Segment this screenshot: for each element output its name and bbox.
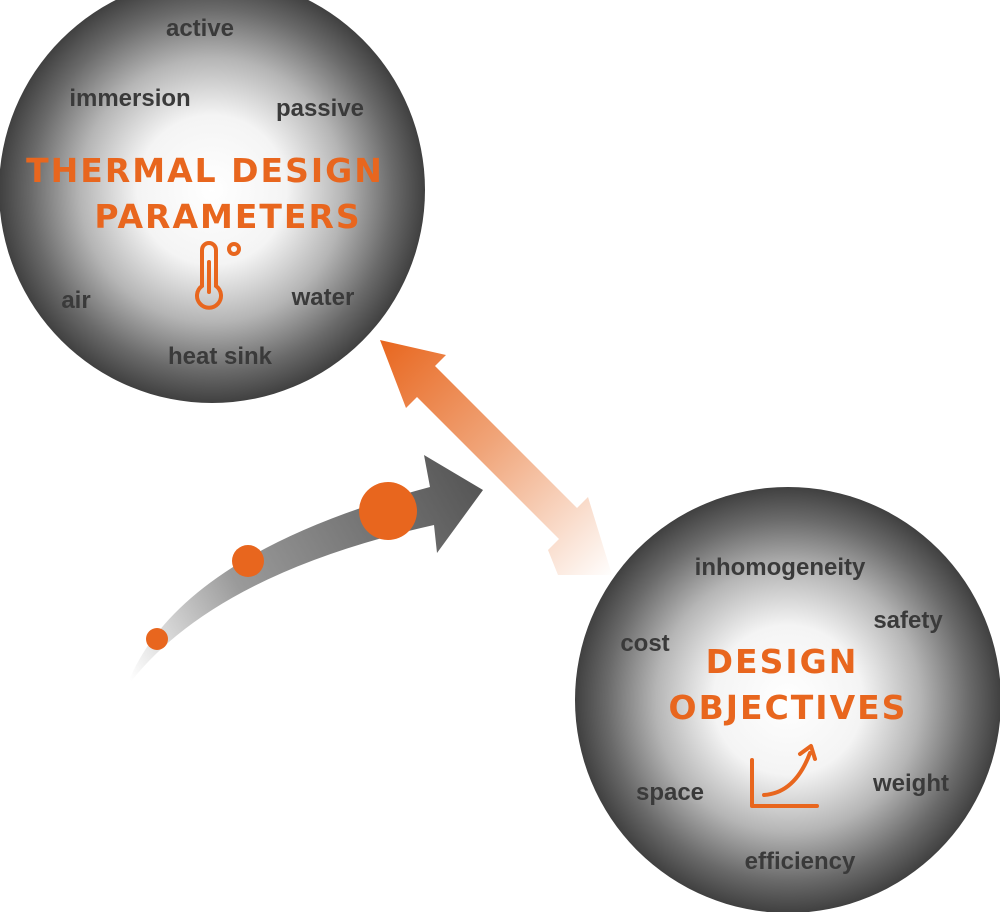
thermal-title-line2: PARAMETERS — [94, 197, 361, 236]
keyword-heat-sink: heat sink — [168, 343, 273, 370]
keyword-passive: passive — [276, 95, 364, 122]
progress-dot-small — [146, 628, 168, 650]
keyword-efficiency: efficiency — [745, 848, 856, 875]
thermometer-icon — [195, 241, 241, 310]
objectives-sphere — [575, 487, 1000, 912]
thermal-sphere — [0, 0, 425, 403]
keyword-inhomogeneity: inhomogeneity — [695, 554, 866, 581]
growth-chart-icon — [750, 744, 819, 808]
keyword-cost: cost — [620, 630, 669, 657]
keyword-air: air — [61, 287, 90, 314]
progress-dot-large — [359, 482, 417, 540]
curve-arrow-body — [126, 455, 483, 688]
progress-dot-medium — [232, 545, 264, 577]
keyword-safety: safety — [873, 607, 943, 634]
double-headed-arrow — [380, 340, 612, 575]
progress-curve-arrow — [126, 455, 483, 688]
thermal-design-parameters-circle: active immersion passive THERMAL DESIGN … — [0, 0, 425, 403]
objectives-title-line1: DESIGN — [706, 642, 859, 681]
keyword-weight: weight — [872, 770, 949, 797]
keyword-active: active — [166, 15, 234, 42]
objectives-title-line2: OBJECTIVES — [669, 688, 908, 727]
keyword-space: space — [636, 779, 704, 806]
thermal-title-line1: THERMAL DESIGN — [26, 151, 384, 190]
keyword-immersion: immersion — [69, 85, 190, 112]
keyword-water: water — [291, 284, 355, 311]
design-objectives-circle: inhomogeneity safety cost DESIGN OBJECTI… — [575, 487, 1000, 912]
